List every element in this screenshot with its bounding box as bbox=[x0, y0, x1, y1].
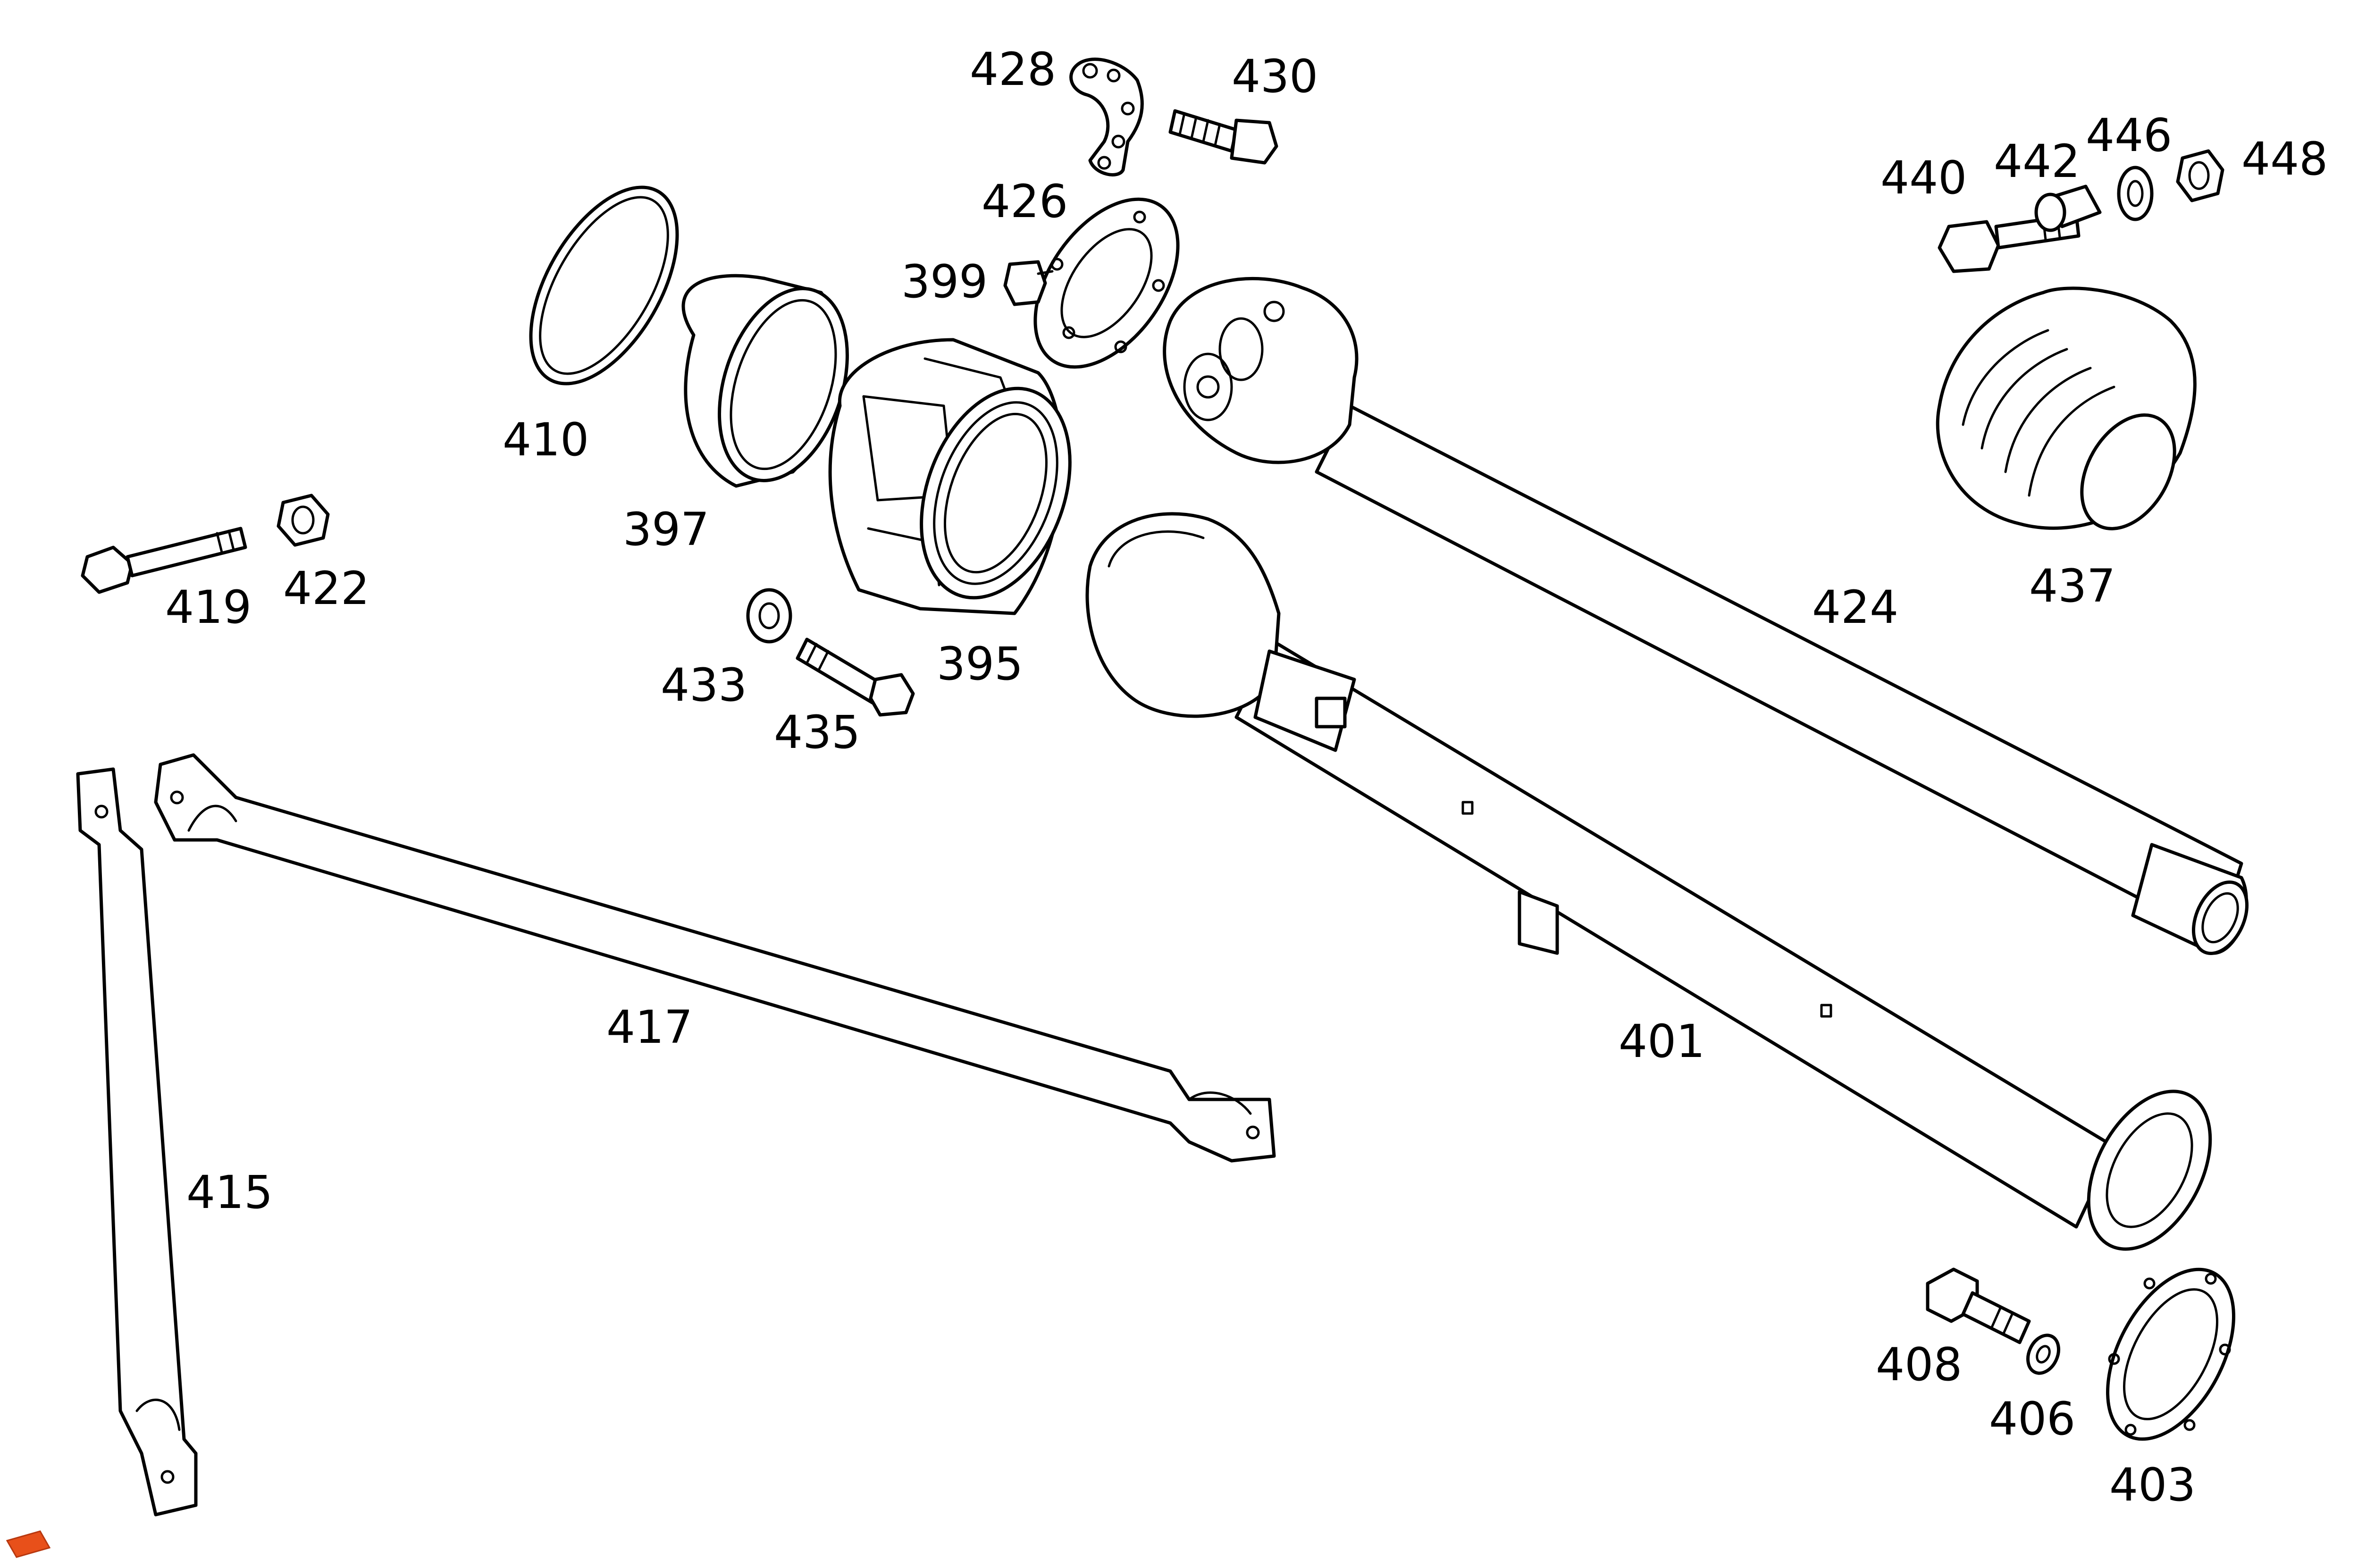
label-401: 401 bbox=[1619, 1015, 1705, 1068]
part-419-bolt bbox=[81, 527, 247, 594]
label-422: 422 bbox=[283, 562, 369, 615]
orange-brand-logo-icon bbox=[6, 1530, 51, 1558]
label-410: 410 bbox=[503, 413, 589, 466]
label-437: 437 bbox=[2029, 560, 2115, 612]
label-399: 399 bbox=[901, 255, 988, 308]
label-395: 395 bbox=[937, 637, 1023, 690]
part-437-protective-boot bbox=[1936, 286, 2197, 530]
label-433: 433 bbox=[661, 659, 747, 712]
part-430-bolt bbox=[1168, 109, 1278, 165]
label-406: 406 bbox=[1989, 1392, 2075, 1445]
part-399-grease-fitting bbox=[1003, 260, 1054, 306]
part-442-spacer-sleeve bbox=[2034, 184, 2102, 232]
part-417-strut-rod bbox=[154, 753, 1276, 1163]
label-424: 424 bbox=[1812, 581, 1898, 634]
label-415: 415 bbox=[186, 1166, 273, 1219]
part-401-axle-tube bbox=[1085, 512, 2212, 1251]
part-448-nut bbox=[2176, 149, 2224, 202]
label-440: 440 bbox=[1880, 151, 1967, 204]
part-433-washer bbox=[746, 588, 792, 644]
part-428-bracket-plate bbox=[1069, 58, 1144, 176]
label-426: 426 bbox=[982, 175, 1068, 228]
part-422-nut bbox=[277, 494, 330, 547]
label-435: 435 bbox=[774, 706, 860, 759]
part-435-bolt bbox=[796, 637, 915, 717]
label-448: 448 bbox=[2241, 133, 2328, 185]
part-410-seal-ring bbox=[529, 185, 679, 386]
label-403: 403 bbox=[2109, 1459, 2196, 1511]
part-406-lock-washer bbox=[2026, 1333, 2060, 1375]
part-426-gasket bbox=[1033, 197, 1180, 369]
label-442: 442 bbox=[1994, 135, 2080, 188]
part-408-bolt bbox=[1926, 1267, 2031, 1344]
label-419: 419 bbox=[165, 581, 252, 634]
label-408: 408 bbox=[1876, 1338, 1962, 1391]
part-446-washer bbox=[2117, 166, 2154, 221]
part-395-bearing-housing bbox=[828, 338, 1072, 615]
label-446: 446 bbox=[2086, 109, 2172, 162]
part-397-bearing-sleeve bbox=[681, 274, 849, 488]
label-417: 417 bbox=[606, 1001, 693, 1054]
part-415-strut-rod bbox=[76, 767, 198, 1517]
part-424-drive-shaft bbox=[1163, 277, 2249, 956]
label-428: 428 bbox=[970, 43, 1056, 96]
part-403-lock-ring bbox=[2106, 1267, 2235, 1441]
label-397: 397 bbox=[623, 503, 709, 556]
label-430: 430 bbox=[1232, 50, 1318, 103]
